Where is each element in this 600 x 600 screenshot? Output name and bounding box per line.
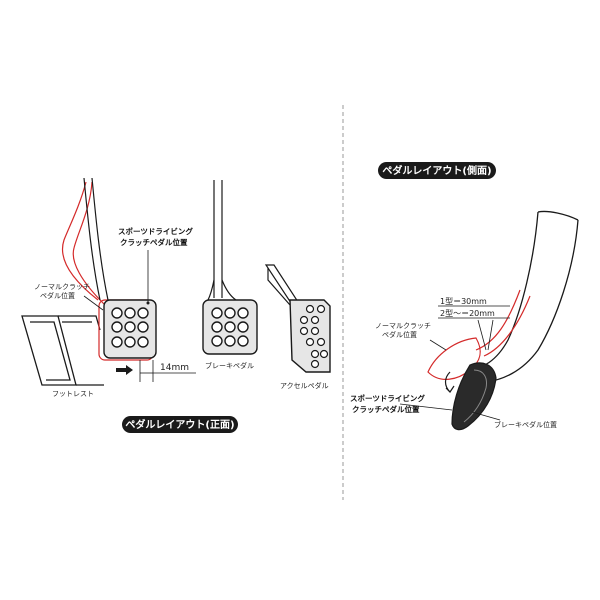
side-brake-leader [471,411,501,421]
accel-label: アクセルペダル [280,381,329,390]
side-sports-clutch-label-2: クラッチペダル位置 [352,404,420,414]
side-title: ペダルレイアウト(側面) [382,164,491,177]
side-sports-clutch-pad [451,362,497,431]
footrest-shape [21,315,104,386]
dimension-label: 14mm [160,363,189,373]
accelerator-pedal [264,264,331,373]
front-normal-clutch-label-2: ペダル位置 [40,291,75,300]
side-brake-label: ブレーキペダル位置 [494,420,557,429]
side-normal-clutch-label-2: ペダル位置 [382,330,417,339]
front-sports-clutch-label-2: クラッチペダル位置 [120,237,188,247]
side-dimension-lines [438,305,510,351]
side-view: ペダルレイアウト(側面) [350,162,579,431]
side-normal-clutch-leader [429,339,447,351]
dimension-marker [116,360,196,382]
front-title-badge: ペダルレイアウト(正面) [122,416,238,433]
brake-label: ブレーキペダル [205,361,254,370]
front-sports-clutch-label-1: スポーツドライビング [118,226,193,236]
front-title: ペダルレイアウト(正面) [125,418,234,431]
side-normal-clutch-label-1: ノーマルクラッチ [375,322,431,330]
side-title-badge: ペダルレイアウト(側面) [378,162,496,179]
side-type1-label: 1型＝30mm [440,297,487,306]
side-sports-clutch-label-1: スポーツドライビング [350,393,425,403]
brake-pedal [202,180,258,355]
front-view: ノーマルクラッチ ペダル位置 スポーツドライビング クラッチペダル位置 14mm… [21,177,331,433]
footrest-label: フットレスト [52,390,94,398]
normal-clutch-leader [83,295,104,311]
side-sports-clutch-leader [399,403,453,411]
sports-clutch-pedal [83,177,157,359]
side-motion-arrow [444,371,455,393]
side-normal-clutch-shape [427,289,531,380]
front-normal-clutch-label-1: ノーマルクラッチ [34,283,90,291]
side-type2-label: 2型〜＝20mm [440,309,495,318]
